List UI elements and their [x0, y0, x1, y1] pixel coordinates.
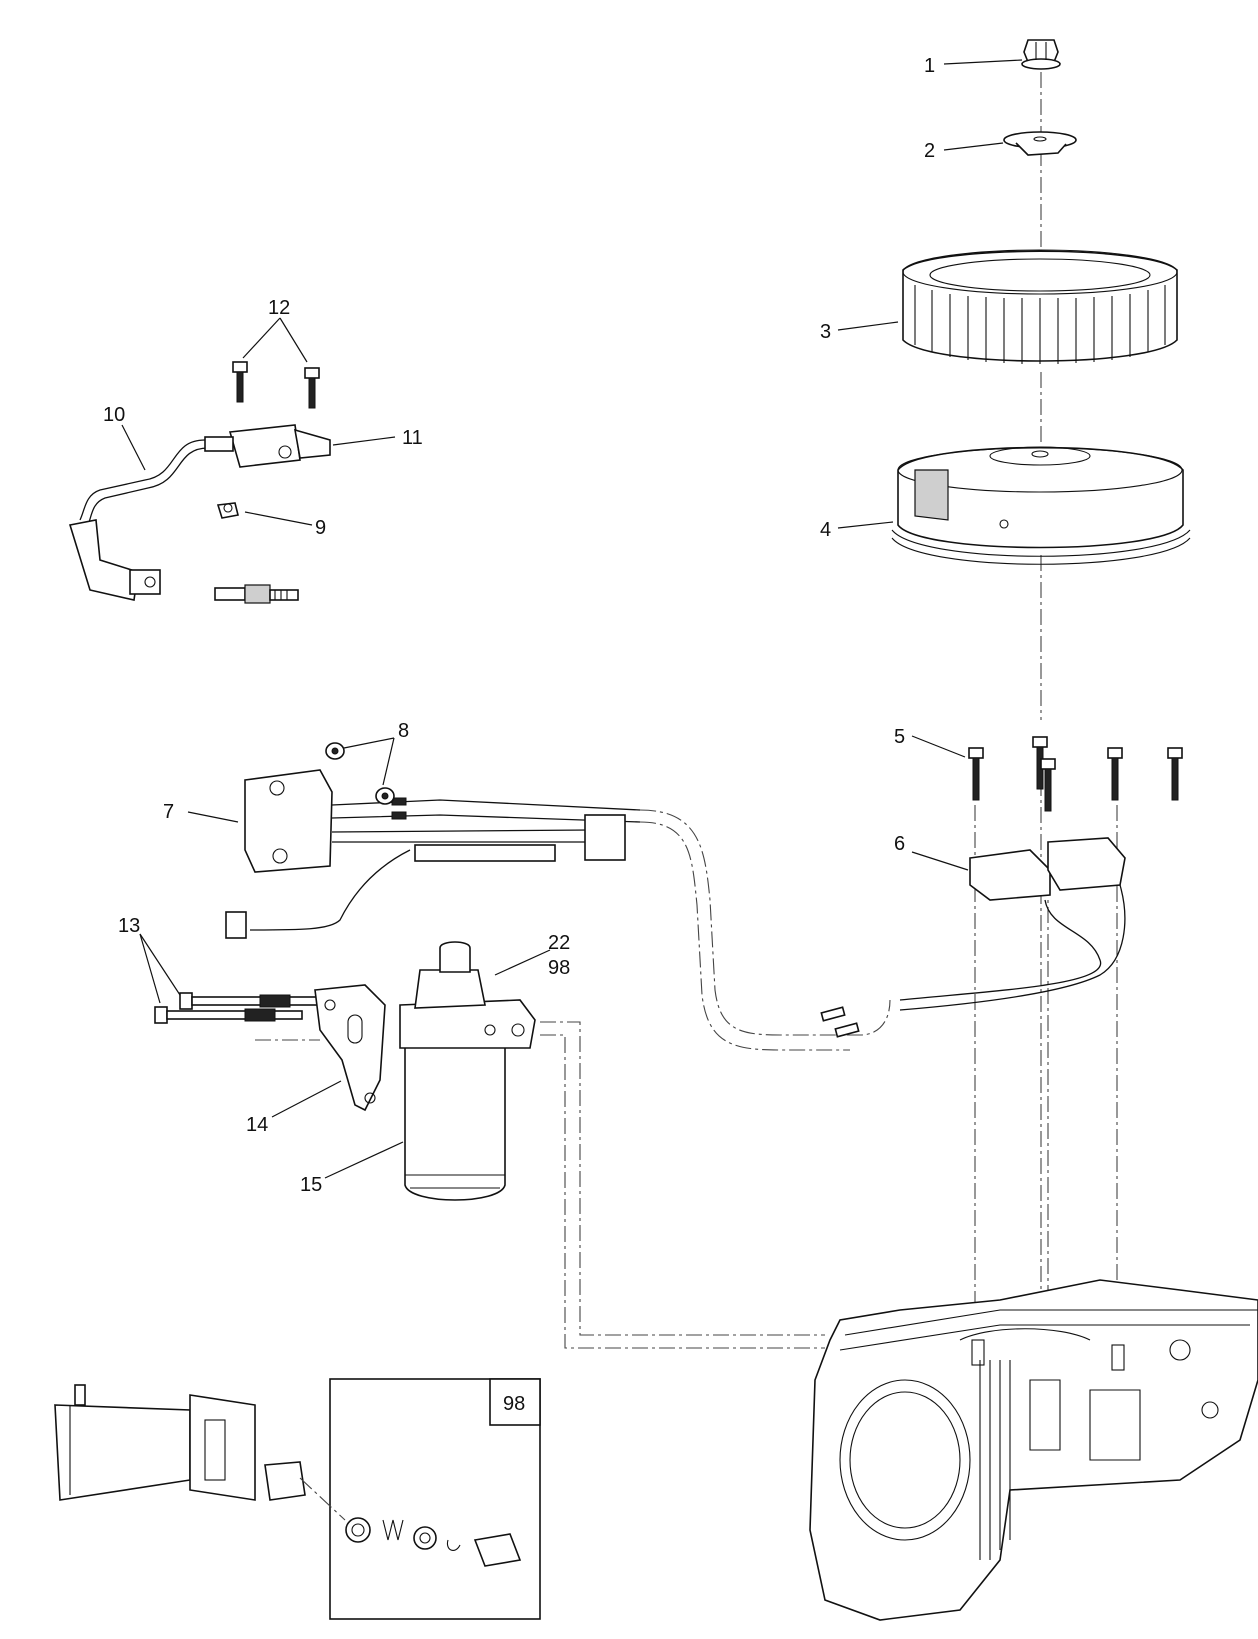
- spark-plug: [214, 584, 299, 604]
- inset-label: 98: [503, 1393, 525, 1415]
- starter-bolts-part: [154, 992, 323, 1024]
- callout-5: 5: [894, 726, 905, 748]
- flange-nut-part: [1021, 39, 1061, 70]
- callout-8: 8: [398, 720, 409, 742]
- callout-14: 14: [246, 1114, 268, 1136]
- leader-lines: [121, 59, 1023, 1179]
- screws-part: [968, 736, 1183, 812]
- starter-bracket-part: [314, 984, 386, 1112]
- callout-11: 11: [402, 427, 423, 449]
- engine-block: [809, 1279, 1258, 1621]
- callout-3: 3: [820, 321, 831, 343]
- callout-7: 7: [163, 801, 174, 823]
- nuts-part: [325, 742, 395, 805]
- clip-part: [216, 502, 239, 519]
- callout-22: 22: [548, 932, 570, 954]
- phantom-lines: [255, 72, 1118, 1380]
- callout-4: 4: [820, 519, 831, 541]
- callout-2: 2: [924, 140, 935, 162]
- fan-washer-part: [1003, 131, 1077, 156]
- ignition-coil-part: [204, 424, 331, 468]
- starter-drive-kit-inset: [329, 1378, 541, 1620]
- spark-plug-wire-part: [68, 439, 209, 601]
- starter-motor-part: [399, 941, 536, 1201]
- callout-6: 6: [894, 833, 905, 855]
- callout-15: 15: [300, 1174, 322, 1196]
- coil-bolts-part: [232, 361, 320, 409]
- callout-9: 9: [315, 517, 326, 539]
- fan-fins: [914, 285, 1166, 364]
- regulator-part: [225, 769, 641, 939]
- callout-10: 10: [103, 404, 125, 426]
- callout-12: 12: [268, 297, 290, 319]
- callouts: 1 2 3 4 5 6 7 8 9 10 11 12 13 14 15 22 9…: [103, 55, 935, 1415]
- flywheel-part: [891, 446, 1191, 565]
- cooling-fan-part: [902, 249, 1178, 364]
- callout-98: 98: [548, 957, 570, 979]
- inset-label-box: [489, 1378, 541, 1426]
- alternator-coil-part: [820, 837, 1126, 1038]
- callout-13: 13: [118, 915, 140, 937]
- callout-1: 1: [924, 55, 935, 77]
- starter-exploded-view: [54, 1384, 346, 1521]
